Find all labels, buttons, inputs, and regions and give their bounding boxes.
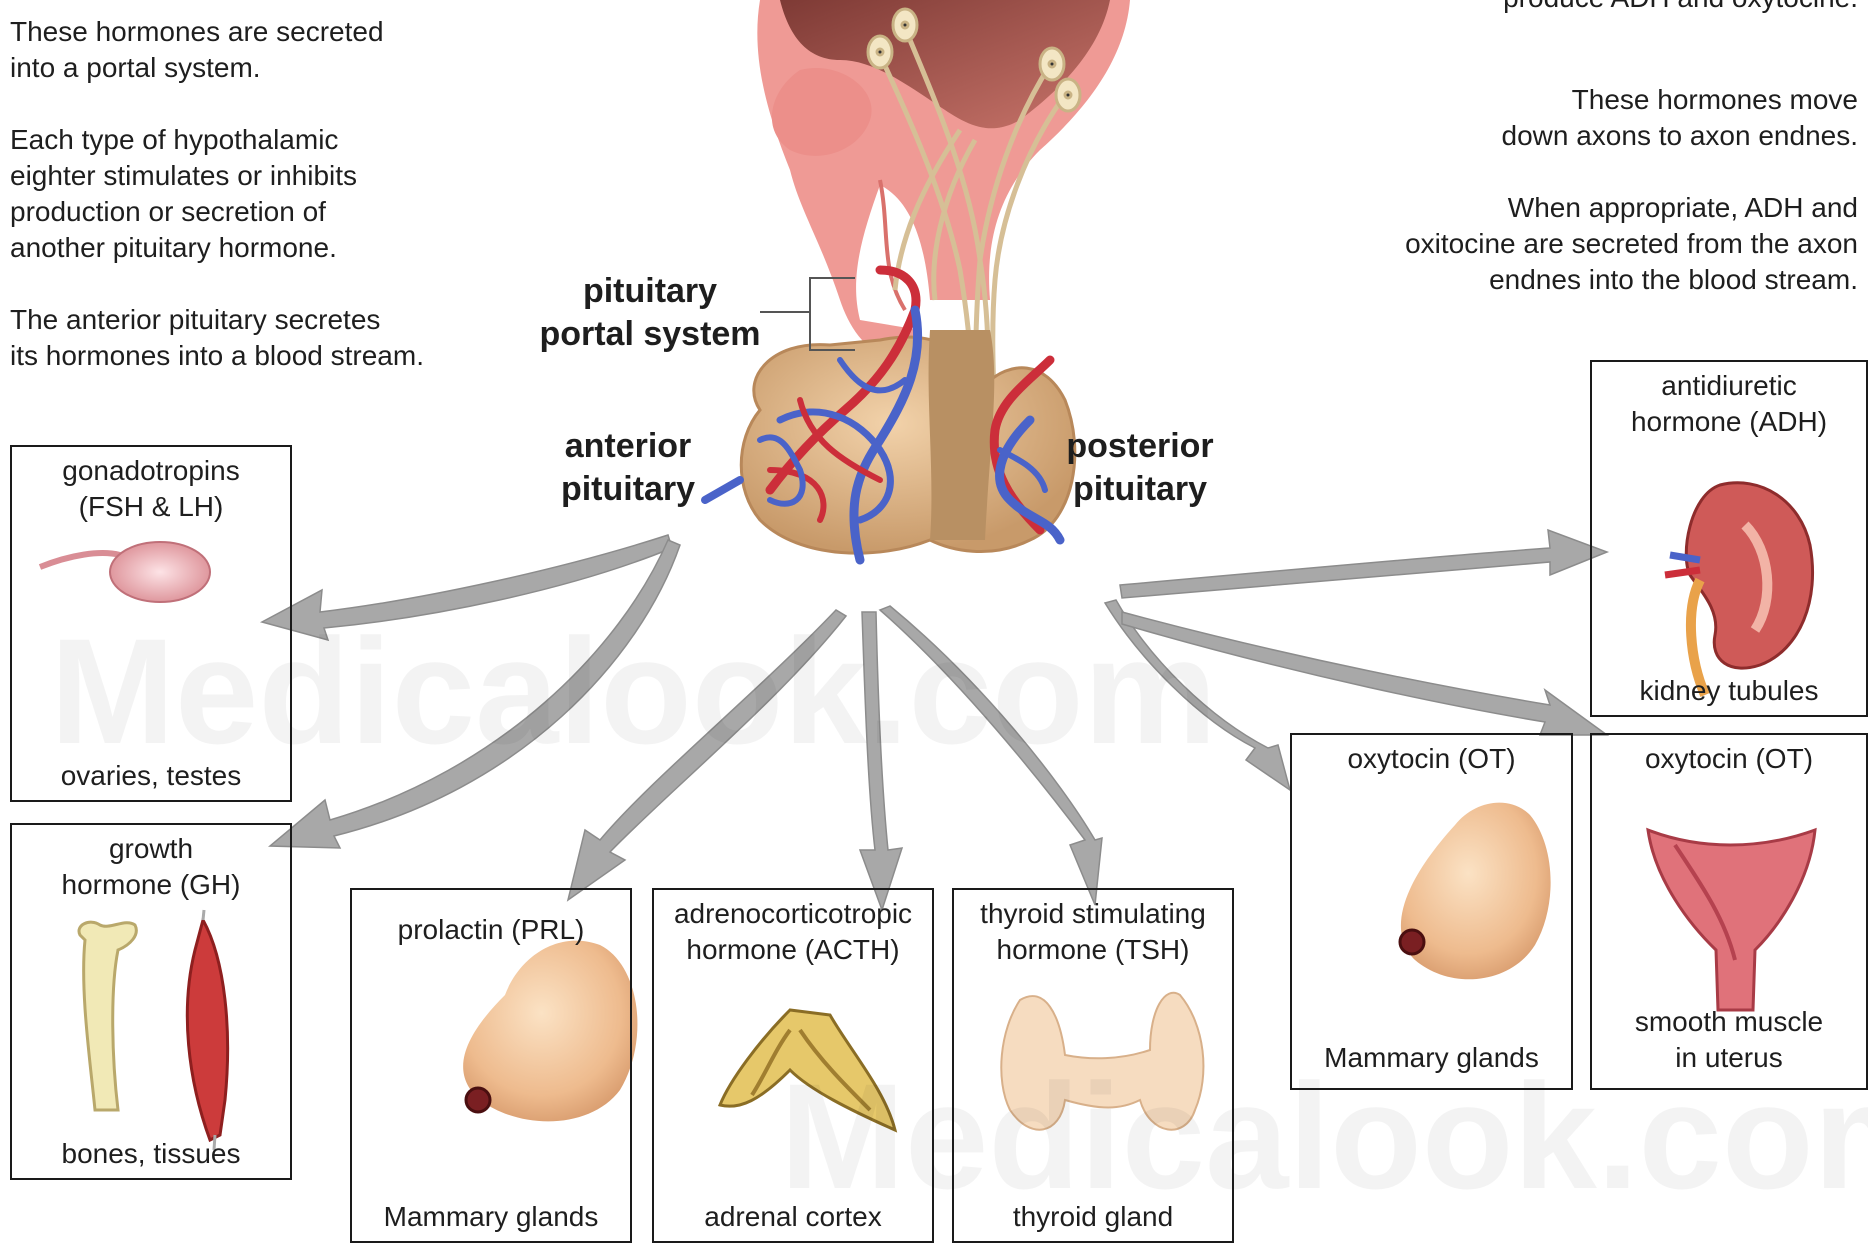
box-acth: adrenocorticotropic hormone (ACTH) adren… [652,888,934,1243]
right-note-line: produce ADH and oxytocine. [1503,0,1858,16]
hormone-abbr: hormone (ACTH) [654,932,932,968]
box-tsh: thyroid stimulating hormone (TSH) thyroi… [952,888,1234,1243]
left-note-line: production or secretion of [10,194,424,230]
hormone-name: thyroid stimulating [954,896,1232,932]
left-note-line: These hormones are secreted [10,14,424,50]
hormone-abbr: hormone (TSH) [954,932,1232,968]
target-organ: Mammary glands [352,1199,630,1235]
target-organ: adrenal cortex [654,1199,932,1235]
left-note-line: its hormones into a blood stream. [10,338,424,374]
hormone-name: antidiuretic [1592,368,1866,404]
left-note-line: Each type of hypothalamic [10,122,424,158]
box-gonadotropins: gonadotropins (FSH & LH) ovaries, testes [10,445,292,802]
left-note-line: into a portal system. [10,50,424,86]
hormone-abbr: (FSH & LH) [12,489,290,525]
posterior-pituitary-label: posterior pituitary [1060,425,1220,511]
anterior-pituitary-label: anterior pituitary [548,425,708,511]
target-organ: Mammary glands [1292,1040,1571,1076]
target-organ: smooth muscle [1592,1004,1866,1040]
hormone-name: gonadotropins [12,453,290,489]
box-oxytocin-uterus: oxytocin (OT) smooth muscle in uterus [1590,733,1868,1090]
right-note-line: oxitocine are secreted from the axon [1405,226,1858,262]
box-oxytocin-mammary: oxytocin (OT) Mammary glands [1290,733,1573,1090]
box-growth-hormone: growth hormone (GH) bones, tissues [10,823,292,1180]
box-prolactin: prolactin (PRL) Mammary glands [350,888,632,1243]
right-note-line: These hormones move [1405,82,1858,118]
target-organ: thyroid gland [954,1199,1232,1235]
target-organ: ovaries, testes [12,758,290,794]
target-organ: kidney tubules [1592,673,1866,709]
right-notes: These hormones move down axons to axon e… [1405,82,1858,298]
hormone-name: prolactin (PRL) [352,912,630,948]
left-notes: These hormones are secreted into a porta… [10,14,424,374]
box-adh: antidiuretic hormone (ADH) kidney tubule… [1590,360,1868,717]
target-organ: in uterus [1592,1040,1866,1076]
right-note-line: down axons to axon endnes. [1405,118,1858,154]
hormone-abbr: hormone (GH) [12,867,290,903]
left-note-line: The anterior pituitary secretes [10,302,424,338]
right-note-line: endnes into the blood stream. [1405,262,1858,298]
left-note-line: eighter stimulates or inhibits [10,158,424,194]
left-note-line: another pituitary hormone. [10,230,424,266]
hypothalamus-illustration [757,0,1130,360]
right-note-line: When appropriate, ADH and [1405,190,1858,226]
hormone-abbr: hormone (ADH) [1592,404,1866,440]
hormone-name: growth [12,831,290,867]
portal-system-label: pituitary portal system [530,270,770,356]
hormone-name: oxytocin (OT) [1292,741,1571,777]
hormone-name: adrenocorticotropic [654,896,932,932]
target-organ: bones, tissues [12,1136,290,1172]
hormone-name: oxytocin (OT) [1592,741,1866,777]
right-notes-top: produce ADH and oxytocine. [1503,0,1858,16]
